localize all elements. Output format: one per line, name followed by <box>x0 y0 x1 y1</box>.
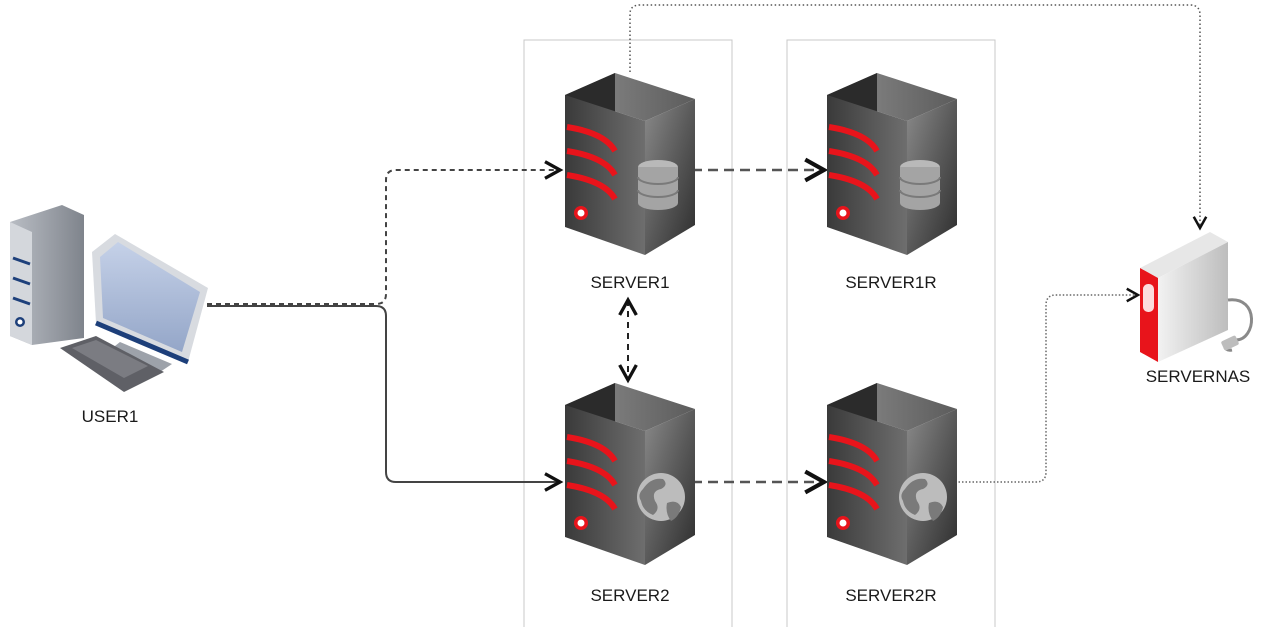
connector-server2r-servernas[interactable] <box>955 295 1138 483</box>
external-storage-icon <box>1140 232 1253 362</box>
connectors <box>207 4 1200 483</box>
database-server-icon <box>565 73 695 255</box>
workstation-icon <box>10 205 208 392</box>
node-server1[interactable]: SERVER1 <box>565 73 695 292</box>
user1-label: USER1 <box>82 407 139 426</box>
node-server1r[interactable]: SERVER1R <box>827 73 957 292</box>
server2-label: SERVER2 <box>590 586 669 605</box>
database-server-icon <box>827 73 957 255</box>
node-server2[interactable]: SERVER2 <box>565 383 695 605</box>
server2r-label: SERVER2R <box>845 586 936 605</box>
replica-servers-group <box>786 39 996 627</box>
connector-user1-server2[interactable] <box>207 305 560 482</box>
server1-label: SERVER1 <box>590 273 669 292</box>
connector-user1-server1[interactable] <box>207 170 560 305</box>
web-server-icon <box>827 383 957 565</box>
connector-server1-servernas[interactable] <box>629 4 1200 228</box>
node-user1[interactable]: USER1 <box>10 205 208 426</box>
node-server2r[interactable]: SERVER2R <box>827 383 957 605</box>
primary-servers-group <box>523 39 733 627</box>
server1r-label: SERVER1R <box>845 273 936 292</box>
node-servernas[interactable]: SERVERNAS <box>1140 232 1253 386</box>
web-server-icon <box>565 383 695 565</box>
servernas-label: SERVERNAS <box>1146 367 1251 386</box>
